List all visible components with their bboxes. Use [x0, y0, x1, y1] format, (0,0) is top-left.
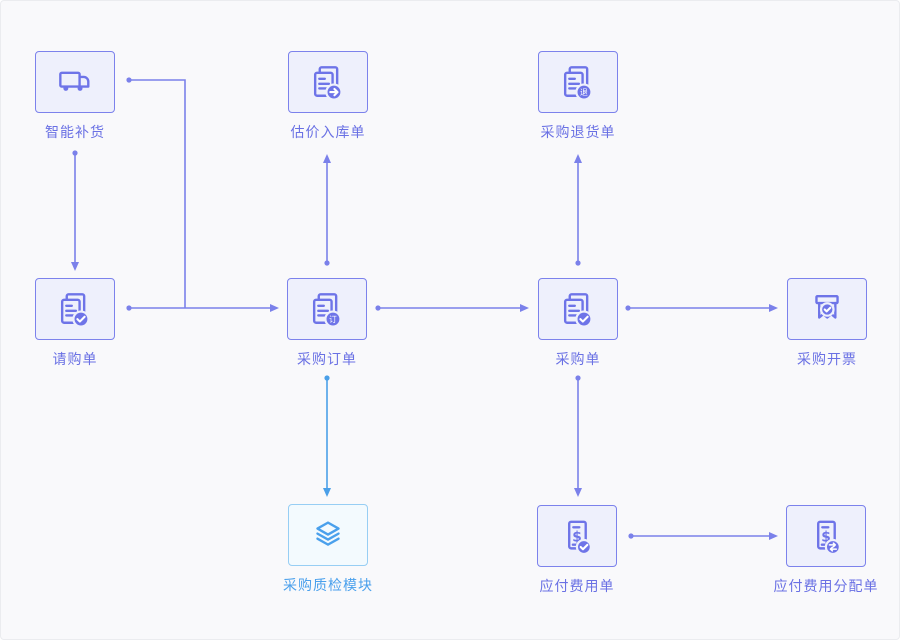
- node-box: [787, 278, 867, 340]
- node-box: [288, 504, 368, 566]
- node-label: 采购质检模块: [283, 577, 373, 593]
- edge-smart-replenishment-to-purchase-order: [126, 77, 186, 308]
- bill-transfer-icon: $: [817, 520, 841, 556]
- node-label: 估价入库单: [290, 124, 366, 140]
- edge-payable-expense-bill-to-payable-expense-allocation: [628, 532, 778, 540]
- document-order-icon: 订: [312, 293, 342, 328]
- node-purchase-return-order[interactable]: 退 采购退货单: [538, 51, 618, 140]
- truck-icon: [59, 71, 90, 91]
- node-purchase-qc-module[interactable]: 采购质检模块: [283, 504, 372, 593]
- node-estimated-inbound-receipt[interactable]: 估价入库单: [288, 51, 368, 140]
- document-arrow-icon: [313, 66, 343, 101]
- edge-purchase-doc-to-payable-expense-bill: [574, 375, 582, 497]
- node-label: 智能补货: [45, 124, 105, 140]
- node-box: $: [786, 505, 866, 567]
- document-check-icon: [563, 293, 593, 328]
- node-payable-expense-bill[interactable]: $ 应付费用单: [537, 505, 617, 594]
- svg-text:退: 退: [580, 88, 588, 97]
- node-label: 应付费用分配单: [773, 578, 879, 594]
- node-purchase-requisition[interactable]: 请购单: [35, 278, 115, 367]
- node-purchase-invoicing[interactable]: 采购开票: [787, 278, 867, 367]
- node-box: 退: [538, 51, 618, 113]
- node-label: 采购订单: [297, 351, 357, 367]
- svg-text:$: $: [821, 530, 831, 546]
- invoice-check-icon: [815, 294, 839, 319]
- svg-text:$: $: [572, 530, 582, 546]
- edge-purchase-doc-to-purchase-invoicing: [625, 304, 778, 312]
- edge-purchase-order-to-purchase-doc: [375, 304, 529, 312]
- document-return-icon: 退: [563, 66, 593, 101]
- node-payable-expense-allocation[interactable]: $ 应付费用分配单: [774, 505, 878, 594]
- node-purchase-order[interactable]: 订 采购订单: [287, 278, 367, 367]
- node-box: $: [537, 505, 617, 567]
- edge-smart-replenishment-to-purchase-requisition: [71, 150, 79, 271]
- node-label: 采购开票: [797, 351, 857, 367]
- edge-purchase-requisition-to-purchase-order: [126, 304, 279, 312]
- node-box: [35, 51, 115, 113]
- node-purchase-doc[interactable]: 采购单: [538, 278, 618, 367]
- node-label: 采购退货单: [540, 124, 616, 140]
- node-label: 请购单: [52, 351, 98, 367]
- bill-check-icon: $: [568, 520, 592, 556]
- edge-purchase-doc-to-purchase-return-order: [574, 154, 582, 266]
- layers-icon: [316, 521, 340, 546]
- node-smart-replenishment[interactable]: 智能补货: [35, 51, 115, 140]
- document-check-icon: [60, 293, 90, 328]
- edge-purchase-order-to-estimated-inbound-receipt: [323, 154, 331, 266]
- edge-purchase-order-to-purchase-qc-module: [323, 375, 331, 497]
- node-box: [538, 278, 618, 340]
- svg-text:订: 订: [329, 314, 337, 324]
- node-box: [35, 278, 115, 340]
- node-box: [288, 51, 368, 113]
- node-box: 订: [287, 278, 367, 340]
- node-label: 采购单: [555, 351, 601, 367]
- node-label: 应付费用单: [539, 578, 615, 594]
